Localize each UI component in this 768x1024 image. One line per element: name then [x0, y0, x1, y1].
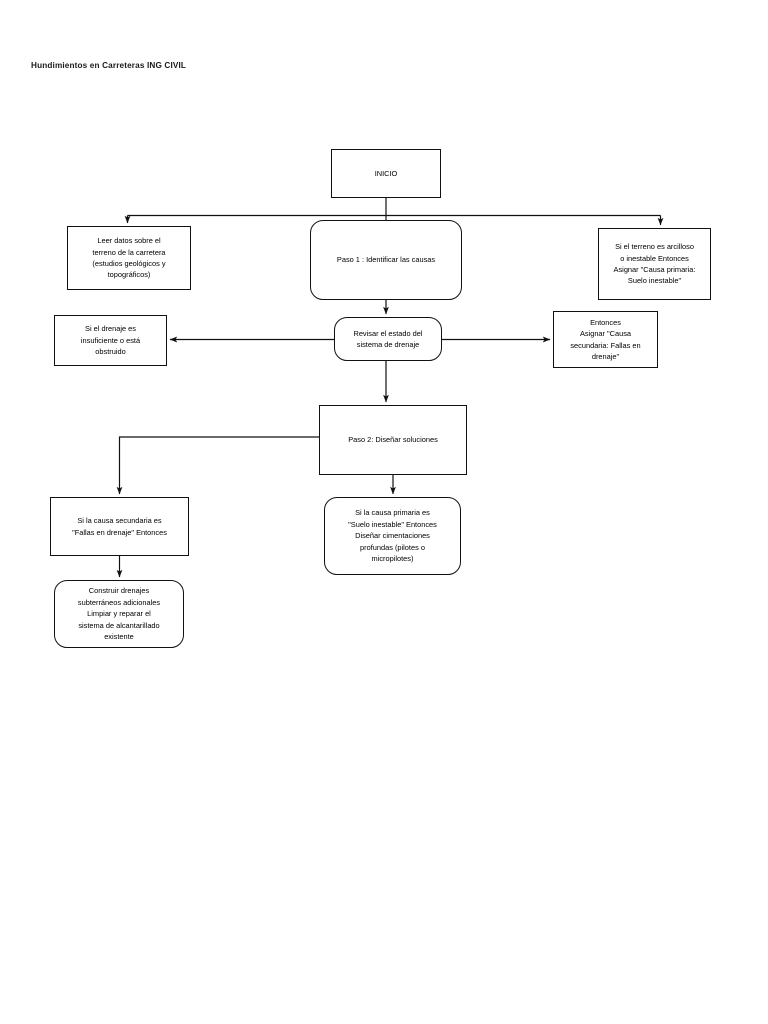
- node-entonces-secundaria-label: Entonces Asignar "Causa secundaria: Fall…: [570, 317, 641, 361]
- node-terreno-arcilloso[interactable]: Si el terreno es arcilloso o inestable E…: [598, 228, 711, 300]
- node-leer-datos[interactable]: Leer datos sobre el terreno de la carret…: [67, 226, 191, 290]
- node-leer-datos-label: Leer datos sobre el terreno de la carret…: [92, 236, 166, 280]
- node-paso2[interactable]: Paso 2: Diseñar soluciones: [319, 405, 467, 475]
- node-causa-secundaria-label: Si la causa secundaria es "Fallas en dre…: [72, 516, 167, 537]
- node-causa-secundaria[interactable]: Si la causa secundaria es "Fallas en dre…: [50, 497, 189, 556]
- node-construir-drenajes[interactable]: Construir drenajes subterráneos adiciona…: [54, 580, 184, 648]
- node-entonces-secundaria[interactable]: Entonces Asignar "Causa secundaria: Fall…: [553, 311, 658, 368]
- page-title: Hundimientos en Carreteras ING CIVIL: [31, 61, 187, 70]
- node-paso1[interactable]: Paso 1 : Identificar las causas: [310, 220, 462, 300]
- node-terreno-arcilloso-label: Si el terreno es arcilloso o inestable E…: [613, 242, 696, 286]
- node-drenaje-insuficiente[interactable]: Si el drenaje es insuficiente o está obs…: [54, 315, 167, 366]
- node-paso1-label: Paso 1 : Identificar las causas: [336, 255, 436, 265]
- node-drenaje-insuficiente-label: Si el drenaje es insuficiente o está obs…: [80, 324, 141, 357]
- node-revisar-drenaje-label: Revisar el estado del sistema de drenaje: [353, 328, 423, 349]
- node-inicio[interactable]: INICIO: [331, 149, 441, 198]
- node-causa-primaria[interactable]: Si la causa primaria es "Suelo inestable…: [324, 497, 461, 575]
- node-inicio-label: INICIO: [374, 168, 398, 178]
- node-revisar-drenaje[interactable]: Revisar el estado del sistema de drenaje: [334, 317, 442, 361]
- node-construir-drenajes-label: Construir drenajes subterráneos adiciona…: [77, 586, 161, 642]
- edge-paso2-to-causa-secundaria: [116, 436, 319, 495]
- node-causa-primaria-label: Si la causa primaria es "Suelo inestable…: [348, 508, 437, 564]
- node-paso2-label: Paso 2: Diseñar soluciones: [348, 435, 438, 445]
